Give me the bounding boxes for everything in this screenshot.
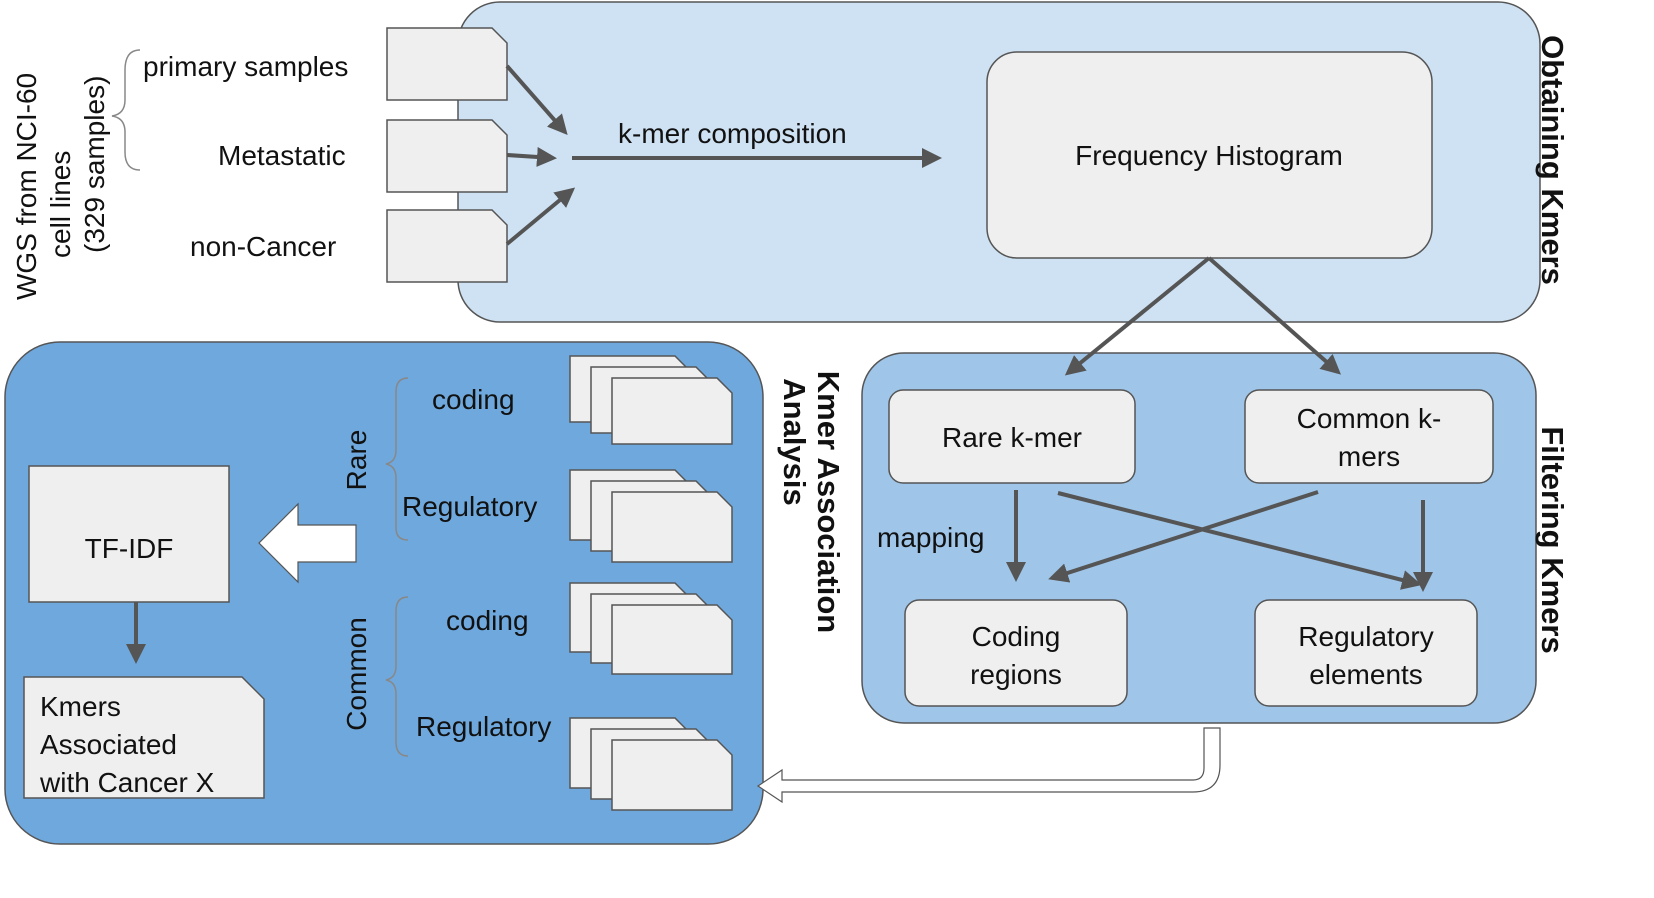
rare-group-label: Rare: [341, 430, 372, 491]
arrow-histogram-to-common: [1207, 256, 1341, 375]
rare-regulatory-label: Regulatory: [402, 491, 537, 522]
arrow-histogram-to-rare: [1064, 256, 1211, 376]
regulatory-elements-label-line-2: elements: [1309, 659, 1423, 690]
result-document: [23, 676, 265, 799]
common-kmer-label-line-1: Common k-: [1297, 403, 1442, 434]
sample-primary-label: primary samples: [143, 51, 348, 82]
arrow-stacks-to-tfidf: [258, 502, 357, 584]
kmer-composition-label: k-mer composition: [618, 118, 847, 149]
sample-document-primary: [386, 27, 508, 101]
sample-document-noncancer: [386, 209, 508, 283]
common-kmer-label-line-2: mers: [1338, 441, 1400, 472]
association-title-line-1: Kmer Association: [811, 371, 846, 633]
samples-brace: [111, 49, 141, 171]
mapping-label: mapping: [877, 522, 984, 553]
coding-regions-box: [904, 599, 1128, 707]
arrow-rare-to-regulatory: [1057, 491, 1422, 590]
document-stack-common-coding: [569, 582, 733, 675]
connector-filtering-to-association: [756, 727, 1221, 804]
regulatory-elements-box: [1254, 599, 1478, 707]
document-stack-rare-regulatory: [569, 469, 733, 563]
regulatory-elements-label-line-1: Regulatory: [1298, 621, 1433, 652]
arrow-noncancer-to-merge: [505, 187, 576, 246]
result-label-line-2: Associated: [40, 729, 177, 760]
rare-coding-label: coding: [432, 384, 515, 415]
source-label-line-2-text: cell lines: [45, 151, 76, 258]
result-label-line-1: Kmers: [40, 691, 121, 722]
obtaining-kmers-title: Obtaining Kmers: [1535, 35, 1570, 285]
common-group-label: Common: [341, 617, 372, 731]
rare-brace: [385, 377, 409, 541]
arrow-common-to-coding: [1048, 490, 1319, 583]
rare-kmer-box: [888, 389, 1136, 484]
common-kmer-box: [1244, 389, 1494, 484]
common-regulatory-label: Regulatory: [416, 711, 551, 742]
association-title-line-2: Analysis: [777, 378, 812, 506]
document-stack-common-regulatory: [569, 717, 733, 811]
sample-noncancer-label: non-Cancer: [190, 231, 336, 262]
source-label-line-1-text: WGS from NCI-60: [11, 73, 42, 300]
document-stack-rare-coding: [569, 355, 733, 445]
filtering-kmers-title: Filtering Kmers: [1535, 426, 1570, 653]
rare-kmer-label: Rare k-mer: [942, 422, 1082, 453]
result-label-line-3: with Cancer X: [39, 767, 215, 798]
common-coding-label: coding: [446, 605, 529, 636]
arrow-primary-to-merge: [505, 64, 568, 136]
sample-document-metastatic: [386, 119, 508, 193]
tfidf-box: [28, 465, 230, 603]
coding-regions-label-line-2: regions: [970, 659, 1062, 690]
common-brace: [385, 596, 409, 757]
tfidf-label: TF-IDF: [85, 533, 174, 564]
sample-metastatic-label: Metastatic: [218, 140, 346, 171]
source-label-line-3-text: (329 samples): [79, 76, 110, 253]
coding-regions-label-line-1: Coding: [972, 621, 1061, 652]
arrow-metastatic-to-merge: [506, 146, 557, 167]
frequency-histogram-label: Frequency Histogram: [1075, 140, 1343, 171]
